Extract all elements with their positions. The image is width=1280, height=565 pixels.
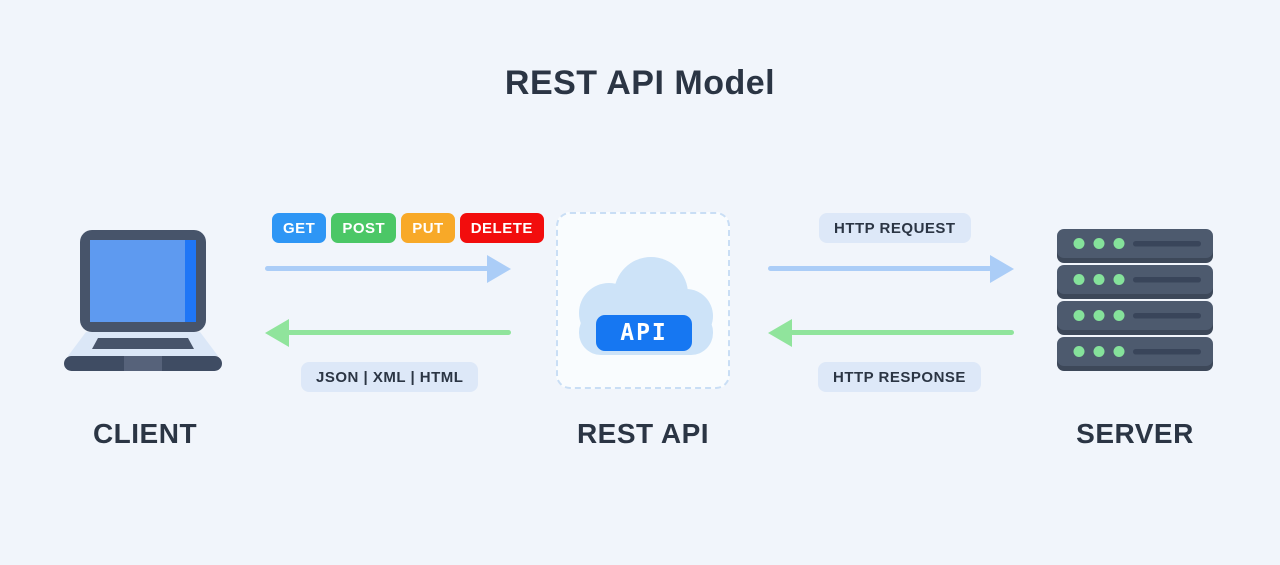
api-badge: API [596, 315, 692, 351]
request-arrow-client-to-api [265, 255, 511, 283]
server-label: SERVER [1076, 418, 1194, 449]
http-request-pill: HTTP REQUEST [819, 213, 971, 243]
http-methods-row: GET POST PUT DELETE [272, 213, 544, 243]
method-badge-put: PUT [401, 213, 455, 243]
response-arrow-api-to-client [265, 319, 511, 347]
method-badge-post: POST [331, 213, 397, 243]
client-label: CLIENT [92, 418, 198, 449]
response-arrow-server-to-api [768, 319, 1014, 347]
response-formats-pill: JSON | XML | HTML [301, 362, 479, 392]
rest-api-box: API [556, 212, 730, 389]
method-badge-get: GET [272, 213, 327, 243]
diagram-title: REST API Model [504, 64, 776, 102]
server-rack-icon [1057, 229, 1213, 371]
rest-api-label: REST API [576, 418, 710, 449]
http-response-pill: HTTP RESPONSE [818, 362, 981, 392]
method-badge-delete: DELETE [459, 213, 544, 243]
request-arrow-api-to-server [768, 255, 1014, 283]
laptop-icon [64, 230, 222, 371]
